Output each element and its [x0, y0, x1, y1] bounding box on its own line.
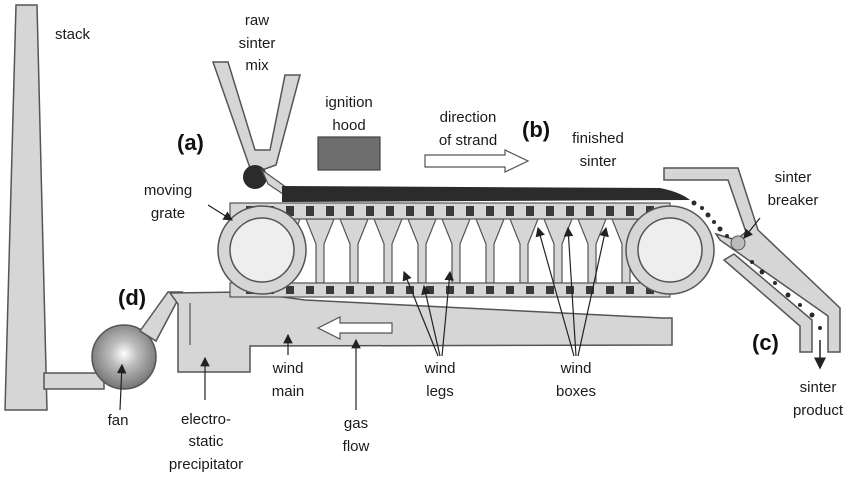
wind-legs-label: wind legs	[424, 360, 456, 400]
fan-inlet-duct	[138, 291, 184, 343]
fan-label: fan	[108, 412, 129, 429]
wind-main-label: wind main	[272, 360, 305, 400]
direction-arrow	[424, 149, 530, 173]
raw-sinter-mix-label: raw sinter mix	[239, 12, 276, 74]
svg-text:sinter: sinter	[580, 153, 617, 170]
svg-text:product: product	[793, 402, 844, 419]
ignition-hood-label: ignition hood	[325, 94, 373, 134]
gas-flow-label: gas flow	[343, 415, 370, 455]
svg-text:grate: grate	[151, 205, 185, 222]
precipitator-label: electro- static precipitator	[169, 411, 243, 473]
sinter-bed	[282, 186, 690, 202]
tag-d: (d)	[118, 285, 146, 310]
ignition-hood	[317, 136, 381, 171]
svg-text:ignition: ignition	[325, 94, 373, 111]
svg-text:gas: gas	[344, 415, 368, 432]
svg-text:hood: hood	[332, 117, 365, 134]
wind-boxes-label: wind boxes	[556, 360, 596, 400]
right-roller	[625, 205, 715, 295]
svg-text:wind: wind	[424, 360, 456, 377]
svg-text:boxes: boxes	[556, 383, 596, 400]
moving-grate-label: moving grate	[144, 182, 192, 222]
svg-text:moving: moving	[144, 182, 192, 199]
tag-b: (b)	[522, 117, 550, 142]
stack-label: stack	[55, 26, 91, 43]
svg-text:mix: mix	[245, 57, 269, 74]
tag-a: (a)	[177, 130, 204, 155]
fan-outlet-duct	[43, 372, 105, 390]
svg-text:wind: wind	[272, 360, 304, 377]
svg-text:precipitator: precipitator	[169, 456, 243, 473]
fan	[91, 324, 157, 390]
direction-label: direction of strand	[439, 109, 497, 149]
svg-text:breaker: breaker	[768, 192, 819, 209]
svg-text:wind: wind	[560, 360, 592, 377]
svg-text:sinter: sinter	[775, 169, 812, 186]
fan-arrow	[116, 363, 127, 411]
left-roller	[217, 205, 307, 295]
breaker-arrow	[743, 217, 761, 239]
tag-c: (c)	[752, 330, 779, 355]
svg-text:sinter: sinter	[800, 379, 837, 396]
upper-pallets	[246, 206, 654, 216]
wind-boxes-arrows	[535, 226, 609, 357]
sinter-breaker-label: sinter breaker	[768, 169, 819, 209]
svg-text:direction: direction	[440, 109, 497, 126]
feed-hopper	[211, 61, 301, 171]
sinter-product-label: sinter product	[793, 379, 844, 419]
wind-boxes	[271, 218, 641, 284]
gas-flow-arrow	[316, 316, 393, 340]
svg-text:finished: finished	[572, 130, 624, 147]
breaker-lower-wall	[722, 253, 813, 353]
moving-grate-arrow	[207, 204, 234, 221]
svg-text:sinter: sinter	[239, 35, 276, 52]
svg-text:static: static	[188, 433, 224, 450]
svg-text:main: main	[272, 383, 305, 400]
svg-text:raw: raw	[245, 12, 269, 29]
svg-text:flow: flow	[343, 438, 370, 455]
wind-legs-arrows	[402, 270, 454, 357]
stack	[4, 4, 48, 411]
breaker-roll	[730, 235, 746, 251]
falling-sinter	[691, 200, 822, 330]
svg-text:electro-: electro-	[181, 411, 231, 428]
feed-drum	[243, 165, 267, 189]
svg-text:of strand: of strand	[439, 132, 497, 149]
svg-text:legs: legs	[426, 383, 454, 400]
wind-main	[168, 291, 673, 373]
finished-sinter-label: finished sinter	[572, 130, 624, 170]
